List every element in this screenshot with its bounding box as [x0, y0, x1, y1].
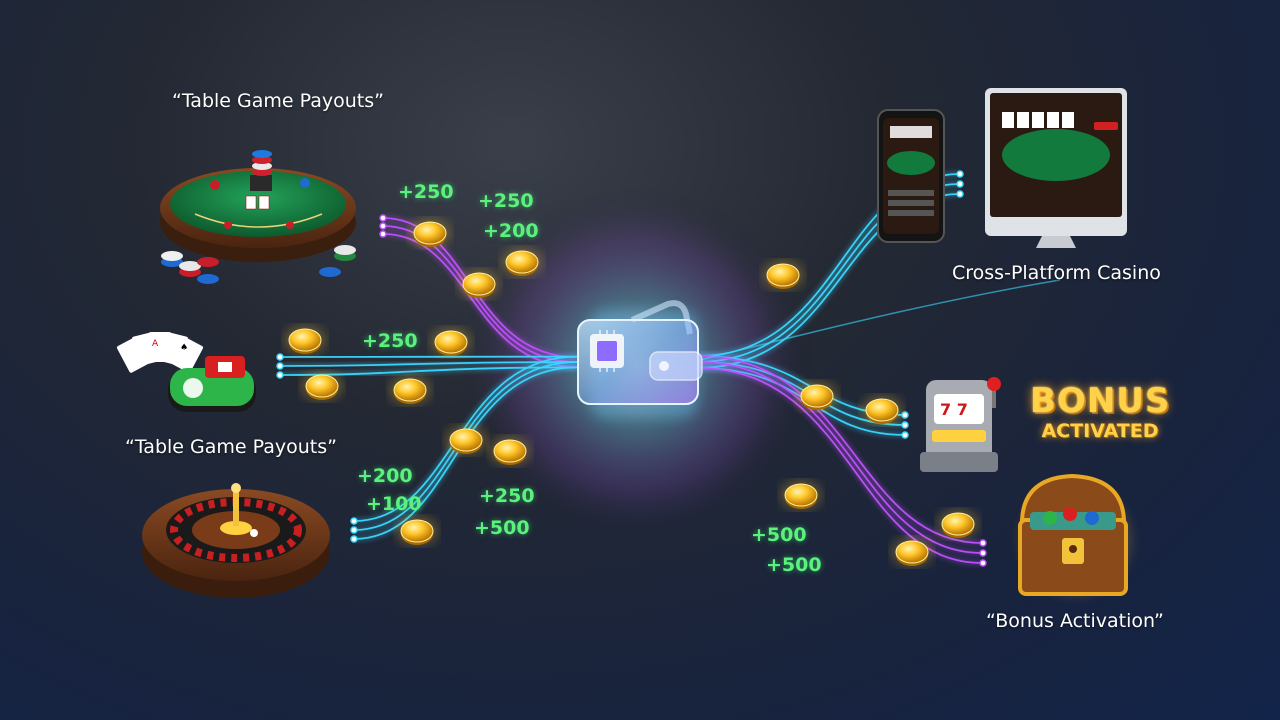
roulette-wheel-icon	[142, 483, 330, 598]
desktop-monitor-icon	[985, 88, 1127, 248]
flow-line-slot-endpoint	[901, 411, 909, 419]
flow-line-blackjack-endpoint	[379, 222, 387, 230]
payout-amount: +250	[398, 181, 454, 203]
flow-line-cards	[279, 361, 578, 367]
treasure-chest-icon	[1018, 473, 1130, 596]
gold-coin-icon	[938, 510, 978, 538]
gold-coin-icon	[797, 382, 837, 410]
bet-button-icon	[168, 356, 256, 412]
gold-coin-icon	[892, 538, 932, 566]
label-cross-platform-casino: Cross-Platform Casino	[952, 262, 1161, 284]
flow-line-chest-endpoint	[979, 559, 987, 567]
flow-line-cards-endpoint	[276, 362, 284, 370]
flow-line-chest	[696, 361, 984, 554]
flow-line-slot-endpoint	[901, 421, 909, 429]
gold-coin-icon	[763, 261, 803, 289]
bonus-activated-sign: BONUS ACTIVATED	[1030, 384, 1170, 441]
gold-coin-icon	[459, 270, 499, 298]
payout-amount: +250	[479, 485, 535, 507]
gold-coin-icon	[862, 396, 902, 424]
svg-text:7 7: 7 7	[940, 400, 968, 419]
flow-line-cards-endpoint	[276, 353, 284, 361]
gold-coins	[285, 219, 978, 566]
flow-line-chest	[696, 367, 984, 564]
payout-amount: +100	[366, 493, 422, 515]
flow-line-blackjack-endpoint	[379, 230, 387, 238]
cards-icon: A ♠	[116, 332, 204, 373]
gold-coin-icon	[490, 437, 530, 465]
gold-coin-icon	[781, 481, 821, 509]
flow-line-cross-platform-endpoint	[956, 180, 964, 188]
flow-line-chest-endpoint	[979, 549, 987, 557]
bonus-sign-line1: BONUS	[1030, 381, 1171, 421]
gold-coin-icon	[410, 219, 450, 247]
payout-amount: +500	[751, 524, 807, 546]
gold-coin-icon	[446, 426, 486, 454]
gold-coin-icon	[397, 517, 437, 545]
flow-line-cards-endpoint	[276, 371, 284, 379]
flow-line-cross-platform-endpoint	[956, 190, 964, 198]
label-table-game-payouts-top: “Table Game Payouts”	[172, 90, 384, 112]
flow-line-roulette-endpoint	[350, 535, 358, 543]
svg-text:♠: ♠	[180, 343, 188, 353]
slot-machine-icon: 7 7	[920, 377, 1001, 472]
flow-line-roulette-endpoint	[350, 517, 358, 525]
flow-line-blackjack-endpoint	[379, 214, 387, 222]
payout-amount: +250	[478, 190, 534, 212]
payout-amount: +500	[766, 554, 822, 576]
gold-coin-icon	[502, 248, 542, 276]
payout-amount: +250	[362, 330, 418, 352]
smartphone-icon	[877, 109, 945, 243]
label-bonus-activation: “Bonus Activation”	[986, 610, 1164, 632]
flow-line-cross-platform-endpoint	[956, 170, 964, 178]
flow-line-extra	[699, 279, 1061, 361]
payout-amount: +500	[474, 517, 530, 539]
bonus-sign-line2: ACTIVATED	[1041, 420, 1159, 442]
gold-coin-icon	[302, 372, 342, 400]
gold-coin-icon	[285, 326, 325, 354]
payout-amount: +200	[357, 465, 413, 487]
blackjack-table-icon	[160, 150, 356, 284]
flow-line-slot-endpoint	[901, 431, 909, 439]
flow-line-chest-endpoint	[979, 539, 987, 547]
flow-line-roulette	[353, 366, 578, 540]
digital-wallet-icon	[577, 300, 703, 418]
gold-coin-icon	[431, 328, 471, 356]
payout-amount: +200	[483, 220, 539, 242]
flow-line-chest	[696, 355, 984, 544]
gold-coin-icon	[390, 376, 430, 404]
svg-text:A: A	[152, 339, 159, 349]
flow-line-roulette-endpoint	[350, 526, 358, 534]
label-table-game-payouts-mid: “Table Game Payouts”	[125, 436, 337, 458]
